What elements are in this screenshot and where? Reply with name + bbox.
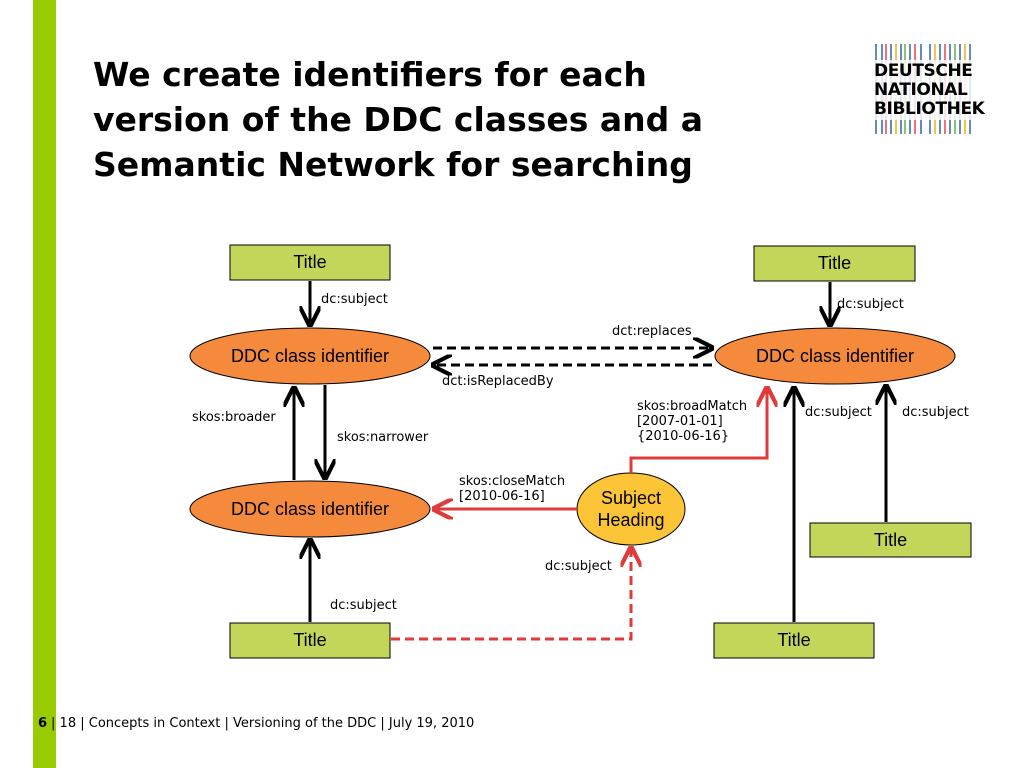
broad-match-line-1: skos:broadMatch (637, 399, 748, 414)
edge-skos-broad-match (629, 388, 767, 473)
accent-bar (33, 0, 56, 768)
slide-title: We create identifiers for each version o… (93, 52, 813, 187)
broad-match-line-3: {2010-06-16} (637, 429, 730, 444)
slide-title-line-1: We create identifiers for each (93, 55, 647, 94)
ddc-ellipse-top-left (189, 327, 431, 385)
logo-line-3: BIBLIOTHEK (874, 99, 985, 119)
logo-wordmark: DEUTSCHE NATIONAL BIBLIOTHEK (874, 61, 985, 119)
edge-label-skos-broader: skos:broader (192, 410, 276, 425)
edge-label-dc-subject-bottom-left: dc:subject (330, 598, 397, 613)
edge-label-dc-subject-right-b: dc:subject (902, 405, 969, 420)
title-label-bottom-left: Title (293, 630, 327, 650)
broad-match-line-2: [2007-01-01] (637, 414, 723, 429)
footer-text: | 18 | Concepts in Context | Versioning … (51, 716, 475, 731)
slide-footer: 6| 18 | Concepts in Context | Versioning… (38, 716, 474, 731)
subject-heading-label: Subject Heading (597, 488, 665, 530)
slide-title-line-3: Semantic Network for searching (93, 145, 693, 184)
title-box-bottom-right (713, 622, 875, 659)
edge-label-dct-replaces: dct:replaces (612, 324, 692, 339)
ddc-ellipse-top-right (714, 327, 956, 385)
close-match-line-2: [2010-06-16] (459, 489, 545, 504)
edge-label-dct-is-replaced-by: dct:isReplacedBy (442, 374, 554, 389)
ddc-label-top-right: DDC class identifier (755, 345, 915, 366)
slide-title-line-2: version of the DDC classes and a (93, 100, 704, 139)
logo-line-1: DEUTSCHE (874, 61, 973, 81)
logo-line-2: NATIONAL (874, 80, 968, 100)
logo-stripes (874, 44, 1004, 134)
title-box-mid-right (809, 522, 972, 558)
edge-label-dc-subject-top-left: dc:subject (321, 292, 388, 307)
edge-label-skos-narrower: skos:narrower (337, 430, 429, 445)
title-label-mid-right: Title (873, 529, 908, 550)
title-box-top-left (229, 244, 391, 281)
title-label-top-left: Title (293, 252, 327, 272)
edge-label-dc-subject-right-a: dc:subject (805, 405, 872, 420)
title-label-bottom-right: Title (777, 630, 811, 650)
close-match-line-1: skos:closeMatch (459, 474, 566, 489)
dnb-logo: DEUTSCHE NATIONAL BIBLIOTHEK (874, 44, 1004, 136)
title-box-bottom-left (229, 622, 391, 659)
ddc-label-top-left: DDC class identifier (230, 345, 390, 366)
footer-page-number: 6 (38, 716, 48, 731)
ddc-label-bottom-left: DDC class identifier (230, 498, 390, 519)
title-box-top-right (753, 245, 916, 282)
edge-label-skos-close-match: skos:closeMatch [2010-06-16] (459, 474, 565, 504)
title-label-top-right: Title (817, 253, 852, 273)
edge-label-dc-subject-top-right: dc:subject (837, 297, 904, 312)
edge-label-dc-subject-to-heading: dc:subject (545, 559, 612, 574)
ddc-ellipse-bottom-left (189, 480, 431, 538)
edge-label-skos-broad-match: skos:broadMatch [2007-01-01] {2010-06-16… (637, 399, 747, 444)
edge-dc-subject-to-heading (391, 548, 631, 641)
